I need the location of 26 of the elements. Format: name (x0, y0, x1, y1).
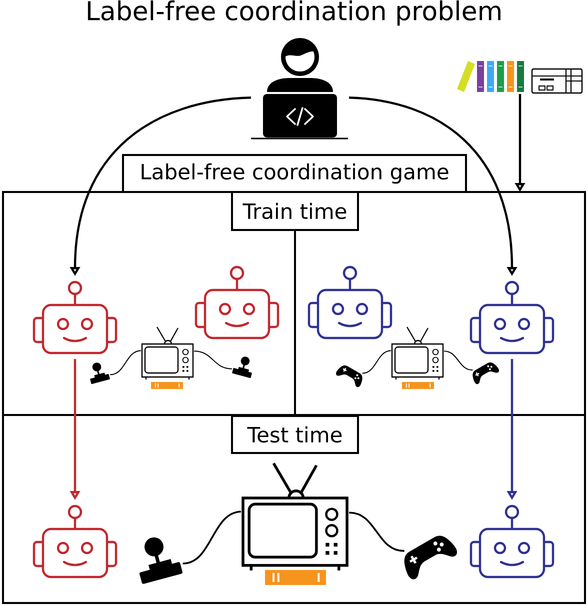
television (391, 326, 444, 380)
person-at-laptop (251, 38, 348, 140)
cable (182, 510, 242, 564)
gamepad (336, 365, 362, 388)
gamepad (472, 362, 500, 384)
cable (362, 350, 392, 374)
title: Label-free coordination problem (88, 0, 500, 26)
cable (348, 512, 404, 552)
robot (470, 280, 554, 354)
joystick (90, 362, 110, 384)
television (242, 462, 348, 570)
cable (194, 350, 232, 370)
books-and-console (457, 61, 583, 94)
robot (194, 266, 280, 340)
robot (470, 504, 554, 578)
robot (32, 504, 118, 578)
joystick (140, 537, 182, 584)
joystick (232, 356, 252, 378)
robot (32, 280, 118, 354)
cable (444, 350, 474, 370)
cable (110, 350, 142, 376)
robot (308, 266, 392, 340)
television (141, 326, 194, 380)
heading-tab: Test time (231, 415, 359, 454)
gamepad (404, 536, 458, 580)
heading-tab: Train time (231, 191, 359, 231)
